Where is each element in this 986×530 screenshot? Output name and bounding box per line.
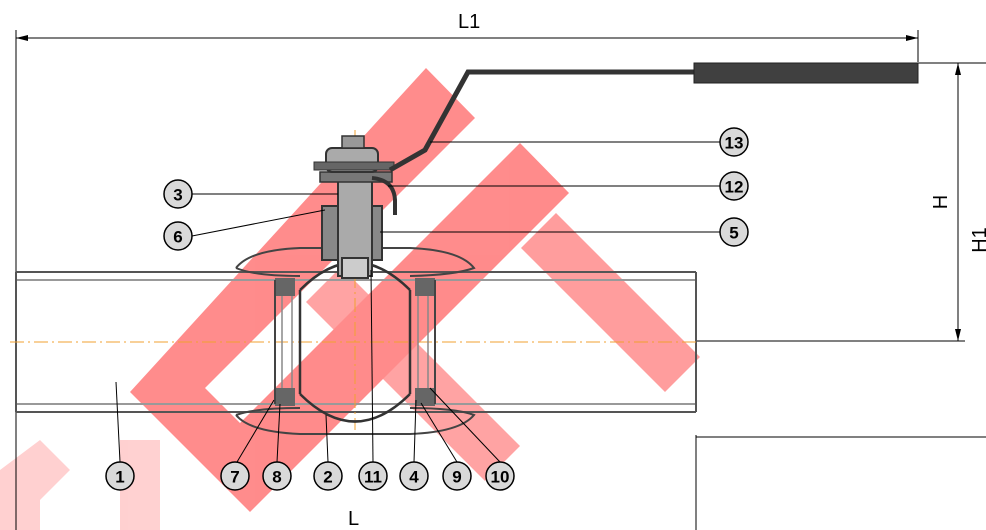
balloon-10: 10 [485,461,515,491]
balloon-10-label: 10 [491,468,510,487]
balloon-8: 8 [262,461,292,491]
dimension-h-label: H [930,195,952,209]
balloon-2-label: 2 [323,468,332,487]
balloon-6: 6 [163,221,193,251]
dimension-h1-label: H1 [969,227,986,253]
balloon-13-label: 13 [725,134,744,153]
watermark-letters [0,440,160,530]
balloon-9-label: 9 [452,468,461,487]
balloon-8-label: 8 [272,468,281,487]
balloon-7: 7 [220,461,250,491]
balloon-1-label: 1 [115,468,124,487]
balloon-3-label: 3 [173,186,182,205]
balloon-12: 12 [719,171,749,201]
balloon-4: 4 [399,461,429,491]
valve-body [235,247,476,435]
balloon-12-label: 12 [725,178,744,197]
seats [274,278,436,406]
dimension-l-label: L [348,508,359,530]
balloon-7-label: 7 [230,468,239,487]
stem-assembly [313,135,395,279]
leader-lines [115,141,720,463]
balloon-1: 1 [105,461,135,491]
dimension-h: H H1 [696,62,986,438]
balloon-11-label: 11 [364,468,382,487]
dimension-l1-label: L1 [458,11,480,33]
balloon-5-label: 5 [729,224,738,243]
balloon-13: 13 [719,127,749,157]
balloon-6-label: 6 [173,228,182,247]
balloon-2: 2 [313,461,343,491]
balloon-9: 9 [442,461,472,491]
dimension-l: L [348,435,697,530]
balloon-5: 5 [719,217,749,247]
dimension-l1: L1 [15,11,919,530]
balloon-3: 3 [163,179,193,209]
balloon-4-label: 4 [409,468,419,487]
part-balloons: 1 7 8 2 11 4 9 10 [105,127,749,491]
lever-handle [371,62,919,215]
balloon-11: 11 [358,461,388,491]
